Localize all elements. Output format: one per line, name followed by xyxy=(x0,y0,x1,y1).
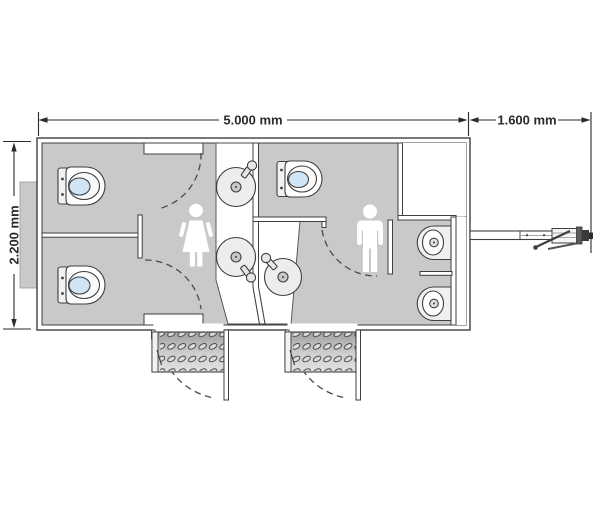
open-door-leaf xyxy=(355,329,361,401)
trailer-hitch xyxy=(469,226,593,250)
technical-room-bottom-wall xyxy=(397,215,457,221)
arrowhead xyxy=(38,117,48,123)
entry-opening xyxy=(153,323,224,332)
body-length-label: 5.000 mm xyxy=(223,113,282,128)
toilet xyxy=(276,160,323,198)
urinal xyxy=(416,286,452,322)
step-latch xyxy=(289,349,296,366)
tap-icon xyxy=(260,252,278,271)
entry-opening xyxy=(287,323,358,332)
urinal-room-wall xyxy=(387,219,393,275)
tap-icon xyxy=(240,160,258,179)
coupler xyxy=(533,226,593,250)
left-entry-door-arc xyxy=(164,359,215,399)
door-swing-arcs xyxy=(144,152,378,399)
toilet xyxy=(57,265,106,305)
urinal xyxy=(416,225,452,261)
dimension-drawbar-length: 1.600 mm xyxy=(469,112,592,253)
arrowhead xyxy=(458,117,468,123)
sink xyxy=(215,236,257,283)
urinals xyxy=(416,225,452,322)
woman-pictogram xyxy=(179,203,213,267)
womens-stall1-door-wall xyxy=(143,142,204,155)
entry-steps xyxy=(151,329,361,401)
mens-stall-door-arc xyxy=(321,229,378,277)
sink xyxy=(215,160,258,208)
womens-stall-divider xyxy=(41,232,141,238)
entry-step xyxy=(151,331,226,373)
open-door-leaf xyxy=(223,329,229,401)
stall2-door-arc xyxy=(144,259,202,310)
technical-room-wall xyxy=(397,142,403,218)
technical-room xyxy=(403,143,466,216)
dimension-body-width: 2.200 mm xyxy=(3,140,31,330)
dimension-body-length: 5.000 mm xyxy=(37,112,470,136)
entry-step xyxy=(284,331,359,373)
stall1-door-arc xyxy=(157,152,202,210)
arrowhead xyxy=(581,117,591,123)
step-latch xyxy=(156,349,163,366)
arrowhead xyxy=(11,142,17,152)
external-tank-box xyxy=(19,181,38,289)
womens-stall2-door-wall xyxy=(143,313,204,326)
right-entry-door-arc xyxy=(296,359,347,399)
service-chase xyxy=(456,217,466,325)
sink xyxy=(260,252,303,297)
drawbar-length-label: 1.600 mm xyxy=(497,113,556,128)
arrowhead xyxy=(469,117,479,123)
urinal-divider xyxy=(419,271,453,276)
arrowhead xyxy=(11,319,17,328)
door-jamb xyxy=(321,221,327,228)
mens-stall-wall xyxy=(252,216,327,222)
divider-end-cap xyxy=(137,214,143,259)
body-width-label: 2.200 mm xyxy=(7,205,22,264)
sinks xyxy=(215,160,303,297)
tap-icon xyxy=(240,264,257,283)
man-pictogram xyxy=(357,204,383,272)
toilet xyxy=(57,166,106,206)
hitch-head xyxy=(576,226,583,245)
toilets xyxy=(57,160,323,305)
hitch-handle xyxy=(535,230,571,248)
